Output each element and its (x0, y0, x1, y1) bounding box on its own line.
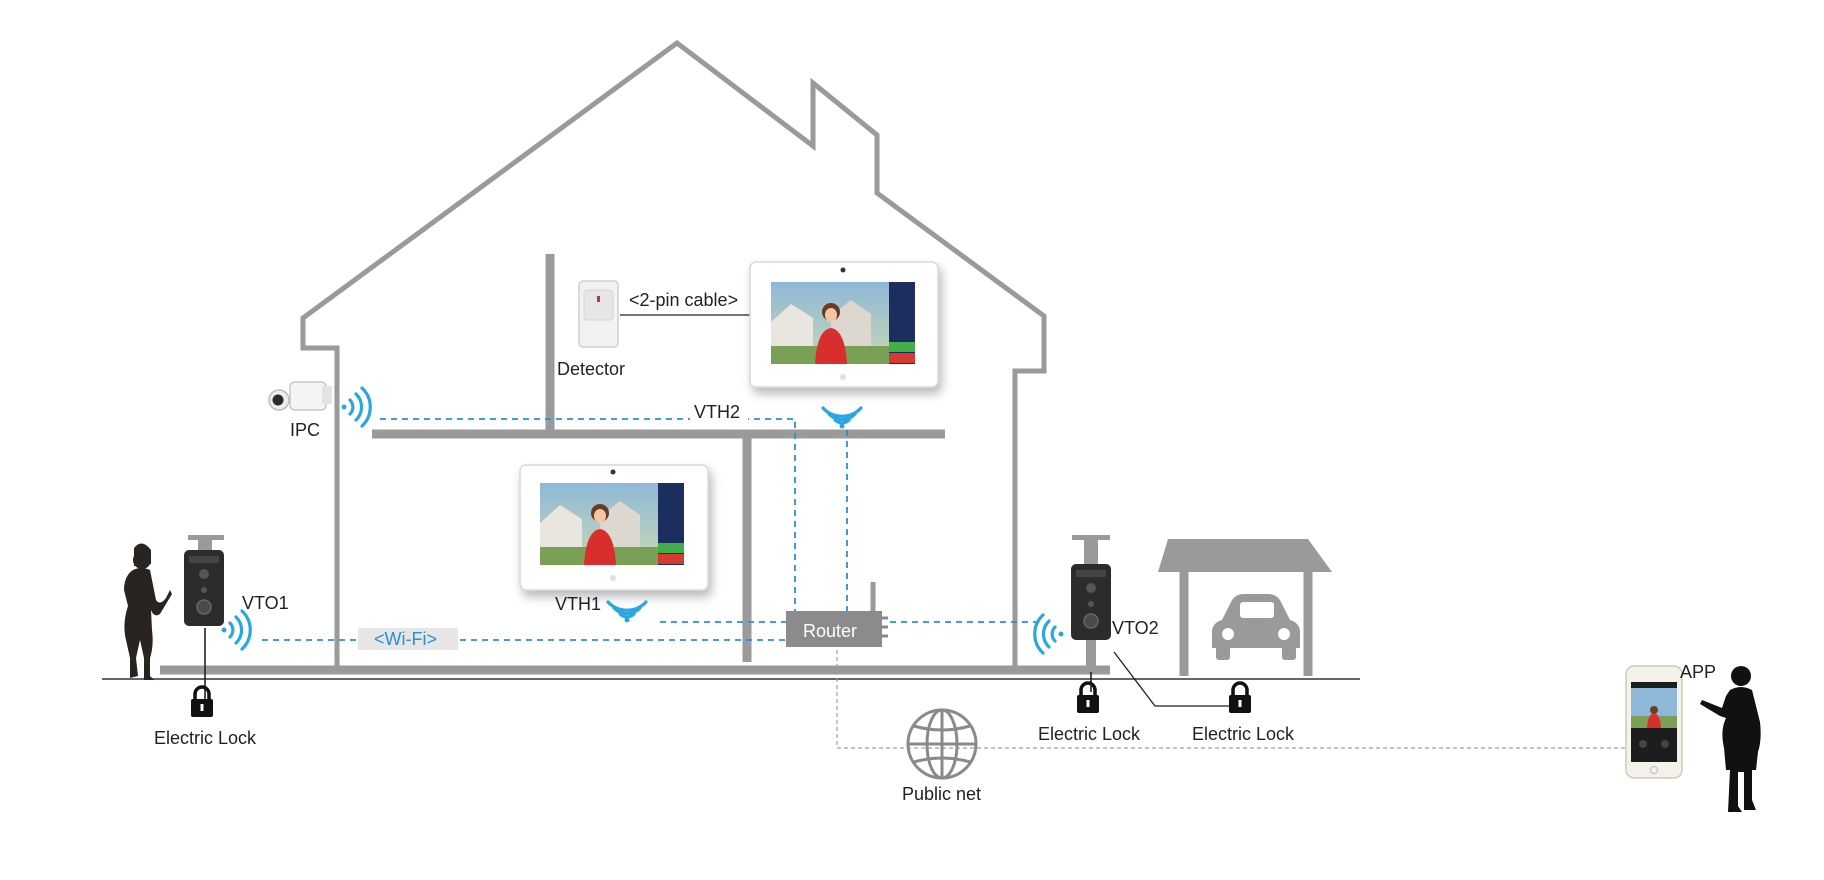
cable-label: <2-pin cable> (629, 290, 738, 310)
vth2-monitor (749, 261, 939, 388)
link-ipc-router (380, 418, 796, 626)
house-outline (300, 39, 1047, 670)
vto1-label: VTO1 (242, 593, 289, 613)
app-label: APP (1680, 662, 1716, 682)
carport-icon (1158, 539, 1332, 676)
vto2-door-station (1071, 535, 1111, 672)
lock2-icon (1077, 681, 1099, 713)
vto1-door-station (184, 535, 224, 626)
lock2-label: Electric Lock (1038, 724, 1141, 744)
detector-label: Detector (557, 359, 625, 379)
vth1-monitor (519, 464, 709, 591)
lock1-label: Electric Lock (154, 728, 257, 748)
lock1-icon (191, 685, 213, 717)
vto2-label: VTO2 (1112, 618, 1159, 638)
wire-vto2-lock3 (1113, 651, 1237, 707)
wifi-label-box (358, 628, 458, 650)
globe-icon (906, 708, 978, 780)
car-icon (1212, 594, 1300, 660)
vth1-label: VTH1 (555, 594, 601, 614)
ipc-label: IPC (290, 420, 320, 440)
smartphone-icon (1625, 665, 1683, 779)
vth1-wifi-icon (606, 600, 648, 623)
lock3-icon (1229, 681, 1251, 713)
vto1-wifi-icon (221, 609, 252, 651)
link-router-internet (836, 650, 1625, 749)
lock3-label: Electric Lock (1192, 724, 1295, 744)
detector-icon (578, 280, 619, 348)
woman-silhouette (124, 543, 172, 680)
ipc-camera-icon (268, 381, 332, 411)
vth2-label: VTH2 (694, 402, 740, 422)
vto2-wifi-icon (1033, 613, 1064, 655)
ipc-wifi-icon (341, 386, 372, 428)
router-icon (786, 582, 888, 647)
wifi-label: <Wi-Fi> (374, 629, 437, 649)
vth2-wifi-icon (821, 406, 863, 429)
man-silhouette (1700, 666, 1761, 812)
router-label: Router (803, 621, 857, 641)
public-net-label: Public net (902, 784, 981, 804)
